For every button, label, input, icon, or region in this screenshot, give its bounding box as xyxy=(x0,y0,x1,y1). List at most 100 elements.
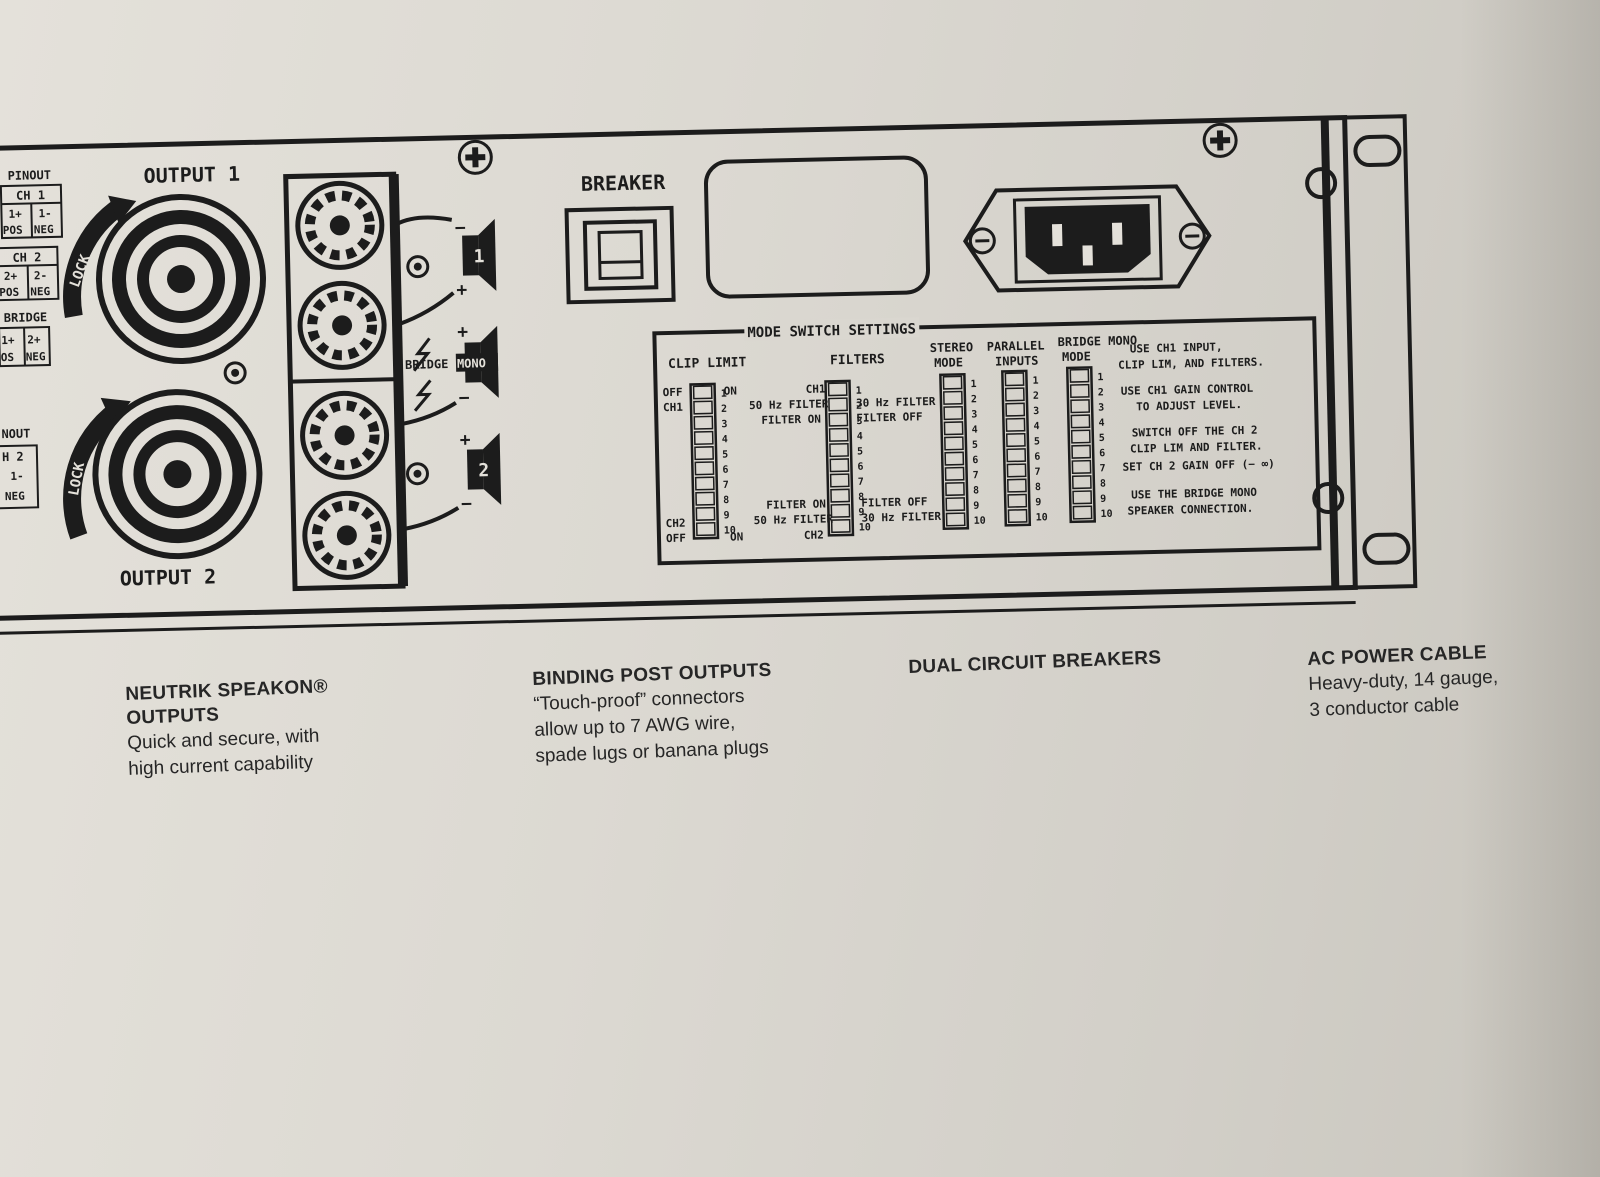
stereo-mode-dip-switch xyxy=(939,372,970,531)
dip-switch-number: 8 xyxy=(858,492,864,503)
dip-switch-number: 9 xyxy=(858,507,864,518)
dip-switch-slot xyxy=(944,466,965,481)
screw-icon xyxy=(406,255,430,279)
svg-text:30 Hz FILTER: 30 Hz FILTER xyxy=(856,395,936,410)
svg-text:BRIDGE: BRIDGE xyxy=(4,310,48,325)
dip-switch-slot xyxy=(827,382,848,397)
rack-ear xyxy=(1334,114,1418,590)
svg-text:MODE SWITCH SETTINGS: MODE SWITCH SETTINGS xyxy=(747,321,916,341)
panel-screw-right xyxy=(1202,122,1238,158)
svg-text:PARALLEL: PARALLEL xyxy=(987,338,1045,353)
page-shadow xyxy=(1460,0,1600,1177)
dip-switch-number: 4 xyxy=(1033,421,1039,432)
svg-text:OS: OS xyxy=(1,351,15,364)
svg-text:50 Hz FILTER: 50 Hz FILTER xyxy=(753,512,833,527)
dip-switch-number: 1 xyxy=(1032,376,1038,387)
chassis-lower-edge xyxy=(0,600,1356,635)
binding-post-block xyxy=(283,171,409,592)
iec-power-inlet xyxy=(962,184,1212,293)
dip-switch-slot xyxy=(829,458,850,473)
dip-switch-number: 10 xyxy=(724,525,736,536)
dip-switch-number: 6 xyxy=(1099,448,1105,459)
dip-switch-slot xyxy=(1070,429,1091,444)
speaker-wiring-diagram: 1 − + + − 2 + − BRIDGE MONO xyxy=(395,215,502,531)
svg-text:FILTER ON: FILTER ON xyxy=(766,497,826,511)
rack-slot-bottom xyxy=(1362,532,1411,565)
binding-post-4 xyxy=(302,490,392,580)
dip-switch-slot xyxy=(942,375,963,390)
dip-switch-number: 6 xyxy=(722,465,728,476)
svg-text:BRIDGE: BRIDGE xyxy=(405,357,449,372)
svg-text:1+: 1+ xyxy=(8,208,22,221)
rack-hole-bottom xyxy=(1312,482,1345,515)
svg-text:−: − xyxy=(459,388,470,409)
dip-switch-slot xyxy=(1005,432,1026,448)
dip-switch-slot xyxy=(693,415,714,430)
dip-switch-slot xyxy=(942,390,963,405)
dip-switch-slot xyxy=(944,436,964,451)
dip-switch-number: 5 xyxy=(972,440,978,451)
svg-text:CH 2: CH 2 xyxy=(12,250,41,265)
bridge-mono-note: USE THE BRIDGE MONO xyxy=(1131,486,1257,502)
svg-text:1-: 1- xyxy=(10,470,24,483)
svg-text:OUTPUT 1: OUTPUT 1 xyxy=(143,162,240,188)
blank-plate xyxy=(703,155,930,299)
dip-switch-number: 6 xyxy=(1034,452,1040,463)
dip-switch-slot xyxy=(828,427,849,442)
dip-switch-slot xyxy=(1071,444,1092,459)
dip-switch-slot xyxy=(830,488,850,503)
rack-hole-top xyxy=(1305,167,1338,200)
dip-switch-number: 7 xyxy=(723,480,729,491)
dip-switch-number: 3 xyxy=(1098,403,1104,414)
dip-switch-slot xyxy=(1071,475,1092,490)
dip-switch-number: 5 xyxy=(1099,433,1105,444)
panel-screw-left xyxy=(457,139,493,175)
speaker-1-icon: 1 − + xyxy=(455,218,497,301)
dip-switch-number: 9 xyxy=(723,510,729,521)
svg-text:2+: 2+ xyxy=(4,270,18,283)
bridge-mono-note: USE CH1 INPUT, xyxy=(1130,340,1223,355)
svg-text:ON: ON xyxy=(724,384,738,397)
dip-switch-slot xyxy=(945,512,966,527)
dip-switch-number: 10 xyxy=(974,516,986,527)
dip-switch-slot xyxy=(1070,399,1091,414)
dip-switch-slot xyxy=(1004,372,1025,387)
dip-switch-slot xyxy=(944,451,965,466)
dip-switch-slot xyxy=(1070,414,1091,429)
svg-text:CH 1: CH 1 xyxy=(16,188,45,203)
callout-ac-power: AC POWER CABLE Heavy-duty, 14 gauge, 3 c… xyxy=(1307,641,1500,724)
binding-post-1 xyxy=(295,180,385,270)
dip-switch-number: 1 xyxy=(1097,372,1103,383)
dip-switch-number: 4 xyxy=(857,431,863,442)
dip-switch-slot xyxy=(828,412,849,427)
dip-switch-number: 6 xyxy=(857,462,863,473)
dip-switch-slot xyxy=(1006,448,1027,463)
dip-switch-number: 9 xyxy=(973,501,979,512)
svg-text:NOUT: NOUT xyxy=(1,426,30,441)
clip-limit-dip-switch xyxy=(689,382,720,540)
filters-dip-switch xyxy=(824,379,855,537)
dip-switch-slot xyxy=(1004,387,1025,402)
dip-switch-number: 6 xyxy=(972,455,978,466)
svg-text:+: + xyxy=(456,280,467,301)
parallel-inputs-dip-switch xyxy=(1001,369,1032,527)
svg-text:STEREO: STEREO xyxy=(930,340,974,355)
bridge-mono-note: CLIP LIM AND FILTER. xyxy=(1130,440,1263,456)
svg-text:CH1: CH1 xyxy=(663,401,684,414)
svg-text:NEG: NEG xyxy=(5,490,26,503)
dip-switch-slot xyxy=(943,421,964,436)
dip-switch-slot xyxy=(1071,459,1092,475)
dip-switch-number: 8 xyxy=(1100,478,1106,489)
dip-switch-number: 2 xyxy=(1098,387,1104,398)
bridge-mono-dip-switch xyxy=(1065,366,1097,524)
svg-text:2+: 2+ xyxy=(27,333,41,346)
screw-icon xyxy=(223,361,247,385)
dip-switch-slot xyxy=(829,442,849,458)
dip-switch-number: 8 xyxy=(723,495,729,506)
dip-switch-slot xyxy=(830,503,851,518)
dip-switch-number: 8 xyxy=(1035,482,1041,493)
svg-text:LOCK: LOCK xyxy=(66,460,88,497)
svg-text:30 Hz FILTER: 30 Hz FILTER xyxy=(861,510,941,525)
svg-text:NEG: NEG xyxy=(30,285,51,298)
speakon-output-1: OUTPUT 1 LOCK xyxy=(63,162,267,385)
